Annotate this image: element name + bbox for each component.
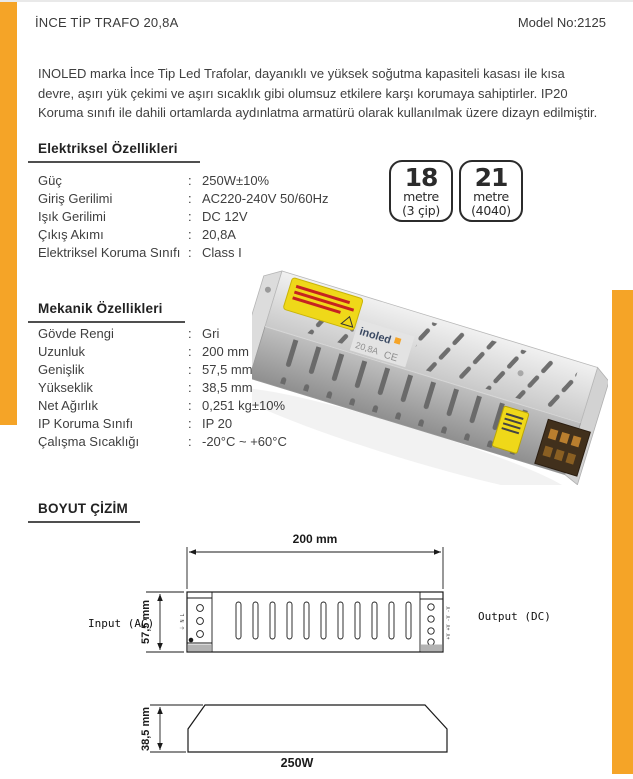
badge-note: (3 çip) <box>402 202 440 218</box>
vent-slots <box>409 319 579 413</box>
mounting-flange-left <box>252 270 283 382</box>
spec-label: Elektriksel Koruma Sınıfı <box>38 245 181 260</box>
side-view: 38,5 mm 250W <box>140 704 448 770</box>
spec-value: AC220-240V 50/60Hz <box>202 191 329 206</box>
spec-value: IP 20 <box>202 416 233 431</box>
table-row: Işık Gerilimi:DC 12V <box>38 209 328 227</box>
dimension-section-title: BOYUT ÇİZİM <box>28 501 140 523</box>
range-badge-18m: 18 metre (3 çip) <box>389 160 453 222</box>
spec-value: 38,5 mm <box>202 380 253 395</box>
badge-unit: metre <box>473 189 509 204</box>
spec-label: Güç <box>38 173 62 188</box>
table-row: Gövde Rengi:Gri <box>38 326 287 344</box>
model-number: Model No:2125 <box>517 15 606 30</box>
spec-sticker <box>491 405 530 454</box>
table-row: Elektriksel Koruma Sınıfı:Class I <box>38 245 328 263</box>
spec-value: 250W±10% <box>202 173 270 188</box>
spec-label: IP Koruma Sınıfı <box>38 416 134 431</box>
spec-value: 0,251 kg±10% <box>202 398 286 413</box>
table-row: Güç:250W±10% <box>38 173 328 191</box>
page-title: İNCE TİP TRAFO 20,8A <box>35 15 179 30</box>
badge-value: 21 <box>474 163 509 192</box>
spec-value: 20,8A <box>202 227 236 242</box>
spec-label: Genişlik <box>38 362 85 377</box>
table-row: Net Ağırlık:0,251 kg±10% <box>38 398 287 416</box>
badge-value: 18 <box>404 163 439 192</box>
spec-label: Giriş Gerilimi <box>38 191 113 206</box>
psu-body: inoled 20,8A CE <box>252 270 608 485</box>
table-row: Giriş Gerilimi:AC220-240V 50/60Hz <box>38 191 328 209</box>
mechanical-spec-table: Gövde Rengi:Gri Uzunluk:200 mm Genişlik:… <box>38 326 287 452</box>
badge-unit: metre <box>403 189 439 204</box>
input-pin-labels: ⏚ N L <box>179 613 186 630</box>
spec-value: 57,5 mm <box>202 362 253 377</box>
table-row: Uzunluk:200 mm <box>38 344 287 362</box>
product-photo: inoled 20,8A CE <box>252 270 608 485</box>
table-row: IP Koruma Sınıfı:IP 20 <box>38 416 287 434</box>
mechanical-section-title: Mekanik Özellikleri <box>28 301 185 323</box>
top-view: 200 mm ⏚ N L <box>88 532 551 653</box>
range-badge-21m: 21 metre (4040) <box>459 160 523 222</box>
output-label: Output (DC) <box>478 610 551 623</box>
table-row: Yükseklik:38,5 mm <box>38 380 287 398</box>
spec-value: DC 12V <box>202 209 248 224</box>
spec-label: Net Ağırlık <box>38 398 98 413</box>
electrical-spec-table: Güç:250W±10% Giriş Gerilimi:AC220-240V 5… <box>38 173 328 263</box>
table-row: Genişlik:57,5 mm <box>38 362 287 380</box>
dimension-drawing: 200 mm ⏚ N L <box>88 532 551 770</box>
product-description: INOLED marka İnce Tip Led Trafolar, daya… <box>38 66 598 120</box>
spec-value: Class I <box>202 245 242 260</box>
warning-sticker <box>283 277 364 331</box>
width-dimension-label: 57,5 mm <box>140 600 152 644</box>
spec-label: Uzunluk <box>38 344 85 359</box>
vent-slots <box>273 337 544 460</box>
spec-label: Yükseklik <box>38 380 93 395</box>
height-dimension-label: 38,5 mm <box>140 707 152 751</box>
spec-label: Çıkış Akımı <box>38 227 104 242</box>
spec-label: Işık Gerilimi <box>38 209 106 224</box>
table-row: Çıkış Akımı:20,8A <box>38 227 328 245</box>
brand-logo-dot <box>393 337 402 345</box>
table-row: Çalışma Sıcaklığı:-20°C ~ +60°C <box>38 434 287 452</box>
spec-value: -20°C ~ +60°C <box>202 434 287 449</box>
spec-value: 200 mm <box>202 344 249 359</box>
spec-value: Gri <box>202 326 220 341</box>
left-accent-bar <box>0 2 17 425</box>
output-pin-labels: +V +V -V -V <box>446 606 452 639</box>
terminal-block <box>534 418 591 477</box>
spec-label: Gövde Rengi <box>38 326 114 341</box>
right-accent-bar <box>612 290 633 774</box>
electrical-section-title: Elektriksel Özellikleri <box>28 141 200 163</box>
power-label: 250W <box>281 756 314 770</box>
badge-note: (4040) <box>471 202 511 218</box>
input-label: Input (AC) <box>88 617 154 630</box>
length-dimension-label: 200 mm <box>293 532 338 546</box>
ce-mark: CE <box>382 350 399 365</box>
spec-label: Çalışma Sıcaklığı <box>38 434 140 449</box>
